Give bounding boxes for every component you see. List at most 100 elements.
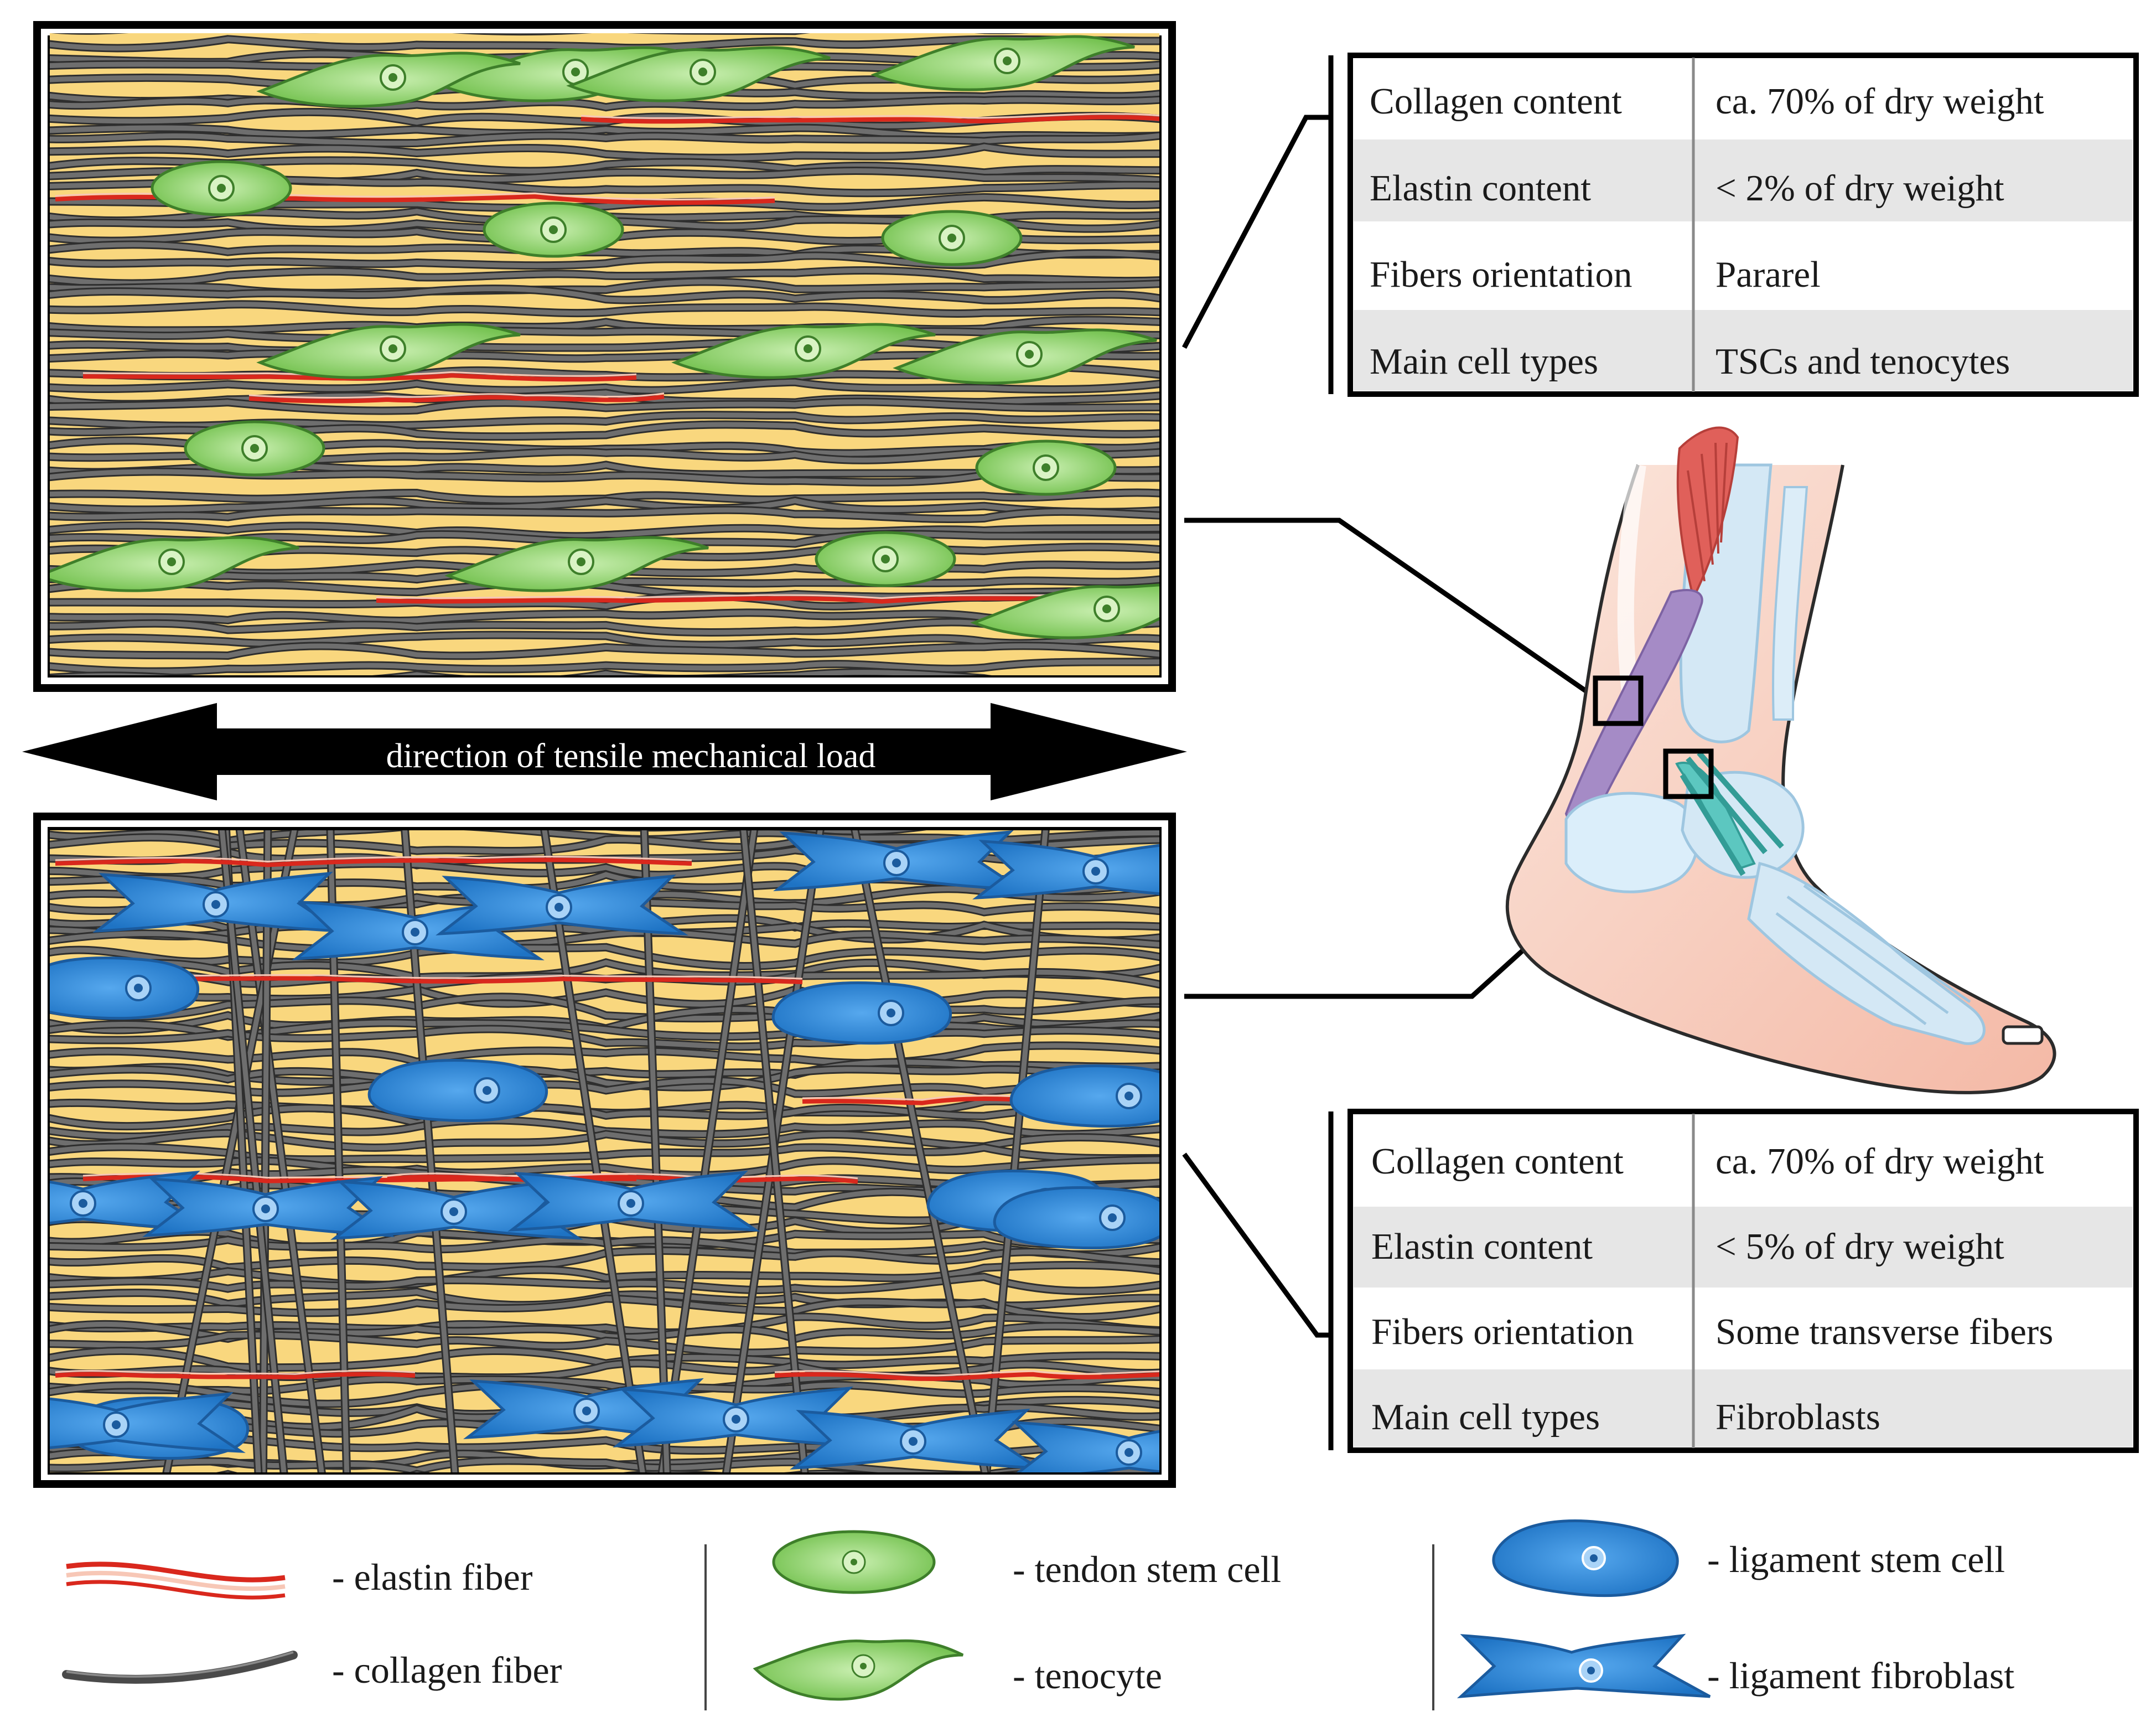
cell-nucleolus xyxy=(1124,1448,1133,1457)
ligament-row-value: < 5% of dry weight xyxy=(1716,1226,2004,1267)
collagen-fiber-highlight xyxy=(50,523,1159,539)
transverse-collagen-fiber-highlight xyxy=(984,830,1048,1472)
collagen-fiber-highlight xyxy=(50,643,1159,659)
cell-nucleolus xyxy=(582,1407,591,1415)
tendon-zoom-box xyxy=(1593,675,1644,726)
foot-anatomy-icon xyxy=(1505,426,2056,1094)
tendon-cell-icon xyxy=(772,1530,936,1594)
ligament-fibroblast xyxy=(972,840,1159,899)
cell-nucleolus xyxy=(881,555,890,563)
transverse-collagen-fiber-highlight xyxy=(402,830,458,1472)
collagen-fiber-highlight xyxy=(50,1296,1159,1320)
collagen-fiber-highlight xyxy=(50,328,1159,341)
transverse-collagen-fiber-highlight xyxy=(852,830,988,1472)
elastin-fiber-highlight xyxy=(774,1370,1159,1377)
ligament-row-property: Elastin content xyxy=(1371,1226,1593,1267)
legend: - elastin fiber - collagen fiber - tendo… xyxy=(62,1519,2014,1710)
elastin-fiber xyxy=(55,1372,416,1380)
ligament-row-property: Collagen content xyxy=(1371,1141,1624,1182)
cell-nucleolus xyxy=(112,1420,121,1429)
cell-nucleolus xyxy=(211,900,220,909)
fibula-bone xyxy=(1772,486,1808,721)
cell-nucleolus xyxy=(577,557,585,566)
tendon-table-shaded-row xyxy=(1354,310,2133,391)
ligament-stem-cell xyxy=(367,1059,548,1123)
ligament-properties-table: Collagen content ca. 70% of dry weight E… xyxy=(1348,1109,2139,1453)
cell-nucleolus xyxy=(250,444,259,453)
collagen-fiber-highlight xyxy=(50,1274,1159,1294)
tendon-collagen-fibers xyxy=(50,33,1159,675)
cell-nucleolus xyxy=(483,1086,491,1095)
cell-nucleolus xyxy=(1124,1092,1133,1100)
tendon-row-property: Collagen content xyxy=(1370,81,1622,122)
tendon-panel xyxy=(33,21,1176,692)
cell-nucleolus xyxy=(804,344,812,353)
cell-nucleolus xyxy=(411,928,419,937)
cell-nucleolus xyxy=(549,225,558,234)
collagen-fiber-icon xyxy=(62,1651,298,1684)
tendon-row-value: < 2% of dry weight xyxy=(1716,168,2004,209)
collagen-fiber-highlight xyxy=(50,97,1159,110)
legend-ligament-stem-cell-label: - ligament stem cell xyxy=(1707,1538,2005,1580)
collagen-fiber-highlight xyxy=(50,267,1159,286)
ligament-table-shaded-row xyxy=(1354,1369,2133,1447)
elastin-fiber-highlight xyxy=(248,392,665,399)
collagen-fiber-highlight xyxy=(50,1043,1159,1066)
ligament-row-value: ca. 70% of dry weight xyxy=(1716,1141,2044,1182)
collagen-fiber-highlight xyxy=(50,670,977,675)
ligament-fibroblast xyxy=(50,1392,246,1453)
collagen-fiber-highlight xyxy=(50,1026,1159,1049)
ligament-stem-cell xyxy=(1009,1064,1159,1128)
arrow-label: direction of tensile mechanical load xyxy=(386,737,876,775)
collagen-fiber-highlight xyxy=(50,944,1159,969)
ligament-row-property: Main cell types xyxy=(1371,1397,1600,1438)
cell-nucleolus xyxy=(1102,604,1111,613)
cell-nucleolus xyxy=(1041,463,1050,472)
tendon-row-property: Main cell types xyxy=(1370,341,1598,382)
collagen-fiber-highlight xyxy=(50,125,1159,139)
tendon-row-property: Elastin content xyxy=(1370,168,1591,209)
ligament-table-border xyxy=(1348,1109,2139,1453)
legend-tenocyte-label: - tenocyte xyxy=(1013,1654,1162,1697)
tendon-table-shaded-row xyxy=(1354,139,2133,221)
tendon-properties-table: Collagen content ca. 70% of dry weight E… xyxy=(1348,53,2139,397)
collagen-fiber-highlight xyxy=(50,659,1159,674)
elastin-fiber xyxy=(774,1372,1159,1381)
elastin-fiber-highlight xyxy=(55,1369,416,1375)
elastin-fiber xyxy=(82,976,803,985)
cell-nucleolus xyxy=(217,184,226,193)
cell-nucleolus xyxy=(261,1204,270,1213)
cell-nucleolus xyxy=(388,344,397,353)
cell-nucleolus xyxy=(388,73,397,82)
ligament-table-connector xyxy=(1182,1152,1331,1338)
cell-nucleolus xyxy=(554,903,563,912)
tendon-cells xyxy=(50,35,1159,639)
collagen-fiber-highlight xyxy=(50,507,1159,522)
cell-nucleolus xyxy=(134,984,143,992)
collagen-fiber-highlight xyxy=(50,133,1159,146)
collagen-fiber-highlight xyxy=(50,399,1159,413)
cell-nucleolus xyxy=(1108,1213,1117,1222)
collagen-fiber-highlight xyxy=(50,286,1159,303)
ligament-row-value: Fibroblasts xyxy=(1716,1397,1880,1438)
elastin-fiber xyxy=(376,596,1135,604)
cell-nucleolus xyxy=(892,859,901,867)
cell-nucleolus xyxy=(732,1415,740,1424)
cell-nucleolus xyxy=(1003,56,1012,65)
cell-nucleolus xyxy=(79,1199,87,1208)
tendon-table-border xyxy=(1348,53,2139,397)
collagen-fiber-highlight xyxy=(50,1104,1159,1129)
ligament-panel xyxy=(33,813,1176,1488)
ligament-row-value: Some transverse fibers xyxy=(1716,1311,2053,1352)
legend-elastin-label: - elastin fiber xyxy=(332,1556,533,1598)
cell-nucleolus xyxy=(1025,350,1034,359)
ligament-cells xyxy=(50,830,1159,1472)
collagen-fiber-highlight xyxy=(50,1332,1159,1356)
collagen-fiber-highlight xyxy=(50,632,1159,648)
cell-nucleolus xyxy=(167,557,176,566)
cell-nucleolus xyxy=(698,68,707,76)
cell-nucleolus xyxy=(909,1437,918,1446)
collagen-fiber-highlight xyxy=(50,379,1159,393)
toenail xyxy=(2002,1025,2044,1045)
